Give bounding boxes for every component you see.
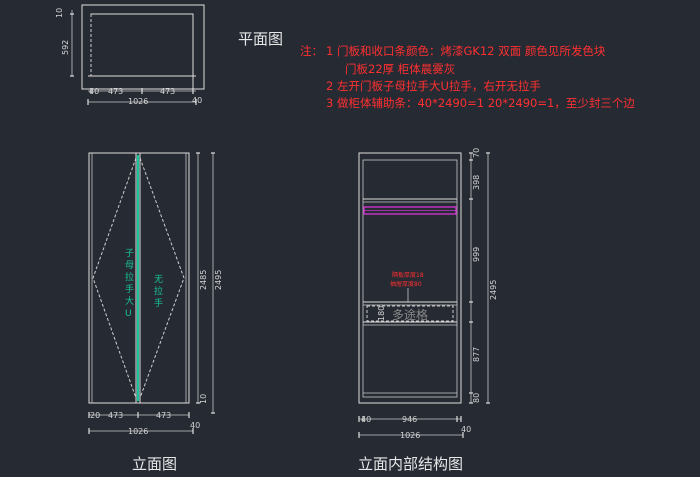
handle-left-char: 拉 bbox=[125, 271, 134, 283]
elevation-view: 子 母 拉 手 大 U 无 拉 手 2485 2495 10 20 473 bbox=[88, 152, 223, 436]
interior-outer-frame bbox=[358, 152, 462, 404]
plan-dim-door-left: 473 bbox=[108, 87, 123, 96]
handle-left-char: 大 bbox=[125, 295, 134, 307]
interior-dim-70: 70 bbox=[472, 148, 481, 158]
elevation-title: 立面图 bbox=[132, 455, 177, 473]
interior-dim-total: 1026 bbox=[400, 431, 420, 440]
left-door-swing-lines bbox=[92, 157, 137, 399]
elevation-outer-frame bbox=[88, 152, 190, 404]
plan-dim-door-right: 473 bbox=[160, 87, 175, 96]
plan-view: 10 592 40 473 473 40 1026 bbox=[55, 4, 205, 106]
plan-dim-depth: 592 bbox=[61, 40, 70, 55]
note-line-2: 门板22厚 柜体晨雾灰 bbox=[345, 62, 455, 76]
elev-dim-total: 1026 bbox=[128, 427, 148, 436]
plan-dim-total: 1026 bbox=[128, 97, 148, 106]
plan-dim-right-40: 40 bbox=[192, 96, 202, 105]
interior-dim-999: 999 bbox=[472, 247, 481, 262]
notes-block: 注： 1 门板和收口条颜色：烤漆GK12 双面 颜色见所发色块 门板22厚 柜体… bbox=[300, 44, 635, 110]
note-line-4: 3 做柜体辅助条：40*2490=1 20*2490=1，至少封三个边 bbox=[326, 96, 635, 110]
interior-dim-946: 946 bbox=[402, 415, 417, 424]
plan-title: 平面图 bbox=[238, 30, 283, 48]
drawer-note-2: 抽屉厚度80 bbox=[390, 280, 422, 288]
drawer-note-1: 隔板厚度18 bbox=[392, 271, 424, 279]
handle-left-char: U bbox=[125, 309, 132, 319]
elev-dim-door-left: 473 bbox=[108, 411, 123, 420]
plan-outer-frame bbox=[81, 4, 205, 90]
handle-right-char: 无 bbox=[154, 274, 163, 285]
handle-right-char: 拉 bbox=[154, 285, 163, 297]
elev-dim-left-20: 20 bbox=[90, 411, 100, 420]
note-line-1: 1 门板和收口条颜色：烤漆GK12 双面 颜色见所发色块 bbox=[326, 44, 606, 58]
interior-dim-left-40: 40 bbox=[361, 415, 371, 424]
elev-dim-right-40: 40 bbox=[190, 421, 200, 430]
note-line-3: 2 左开门板子母拉手大U拉手，右开无拉手 bbox=[326, 79, 541, 93]
interior-dim-180: 180 bbox=[377, 306, 386, 321]
plan-dim-10: 10 bbox=[55, 8, 64, 18]
drawer-box bbox=[366, 305, 454, 322]
plan-dim-left-40: 40 bbox=[89, 87, 99, 96]
interior-view: 隔板厚度18 抽屉厚度80 多途格 70 398 999 180 877 80 … bbox=[358, 148, 498, 440]
notes-label: 注： bbox=[300, 44, 323, 58]
interior-dim-398: 398 bbox=[472, 175, 481, 190]
interior-dim-877: 877 bbox=[472, 347, 481, 362]
elev-dim-2495: 2495 bbox=[214, 270, 223, 290]
interior-dim-80: 80 bbox=[472, 393, 481, 403]
interior-dim-2495: 2495 bbox=[489, 280, 498, 300]
handle-left-char: 手 bbox=[125, 283, 134, 295]
elev-dim-10: 10 bbox=[199, 394, 208, 404]
right-door-swing-lines bbox=[139, 157, 185, 399]
right-handle-label: 无 拉 手 bbox=[154, 274, 163, 309]
interior-dim-right-40: 40 bbox=[461, 425, 471, 434]
handle-left-char: 子 bbox=[125, 248, 134, 259]
interior-inner-frame bbox=[362, 159, 458, 398]
plan-cabinet-body bbox=[90, 13, 194, 77]
elev-dim-door-right: 473 bbox=[156, 411, 171, 420]
handle-right-char: 手 bbox=[154, 297, 163, 309]
interior-title: 立面内部结构图 bbox=[358, 455, 463, 473]
elev-dim-2485: 2485 bbox=[199, 270, 208, 290]
left-handle-label: 子 母 拉 手 大 U bbox=[125, 248, 134, 319]
handle-left-char: 母 bbox=[125, 260, 134, 271]
watermark: 多途格 bbox=[392, 307, 428, 322]
